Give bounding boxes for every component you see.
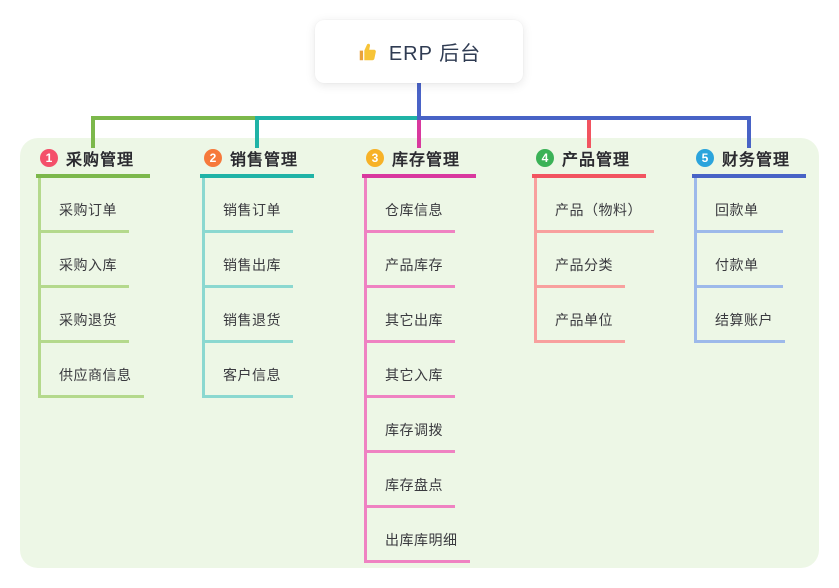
- child-node-label: 仓库信息: [367, 200, 455, 233]
- child-node-label: 产品库存: [367, 255, 455, 288]
- root-node: ERP 后台: [315, 20, 523, 83]
- branch-number-badge: 4: [536, 149, 554, 167]
- child-node: 其它入库: [367, 343, 502, 398]
- branch-title: 1 采购管理: [36, 146, 176, 170]
- connector-branch4-drop: [587, 120, 591, 148]
- child-node-label: 采购入库: [41, 255, 129, 288]
- child-node: 结算账户: [697, 288, 832, 343]
- branch-1: 1 采购管理采购订单采购入库采购退货供应商信息: [36, 146, 176, 398]
- child-node: 采购退货: [41, 288, 176, 343]
- child-node: 产品分类: [537, 233, 672, 288]
- child-node-label: 销售退货: [205, 310, 293, 343]
- child-node: 回款单: [697, 178, 832, 233]
- connector-branch5-horizontal: [417, 116, 751, 120]
- branch-number-badge: 1: [40, 149, 58, 167]
- child-node-label: 回款单: [697, 200, 783, 233]
- child-node-label: 库存调拨: [367, 420, 455, 453]
- child-node-label: 付款单: [697, 255, 783, 288]
- mindmap-panel: [20, 138, 819, 568]
- branch-children: 回款单付款单结算账户: [694, 178, 832, 343]
- branch-number-badge: 3: [366, 149, 384, 167]
- child-node: 产品单位: [537, 288, 672, 343]
- child-node: 采购订单: [41, 178, 176, 233]
- child-node: 库存调拨: [367, 398, 502, 453]
- branch-title: 2 销售管理: [200, 146, 340, 170]
- connector-root-stem: [417, 83, 421, 120]
- child-node-label: 采购退货: [41, 310, 129, 343]
- child-node: 产品库存: [367, 233, 502, 288]
- child-node-label: 产品单位: [537, 310, 625, 343]
- connector-branch2-horizontal: [255, 116, 421, 120]
- branch-underline: [532, 174, 646, 178]
- child-node: 供应商信息: [41, 343, 176, 398]
- branch-children: 产品（物料） 产品分类产品单位: [534, 178, 672, 343]
- branch-number-badge: 5: [696, 149, 714, 167]
- branch-number-badge: 2: [204, 149, 222, 167]
- child-node: 付款单: [697, 233, 832, 288]
- branch-5: 5 财务管理回款单付款单结算账户: [692, 146, 832, 343]
- connector-branch1-horizontal: [91, 116, 259, 120]
- branch-label: 库存管理: [392, 152, 461, 169]
- branch-underline: [36, 174, 150, 178]
- child-node-label: 出库库明细: [367, 530, 470, 563]
- child-node: 出库库明细: [367, 508, 502, 563]
- branch-label: 产品管理: [562, 152, 631, 169]
- branch-children: 仓库信息产品库存其它出库其它入库库存调拨库存盘点出库库明细: [364, 178, 502, 563]
- branch-title: 4 产品管理: [532, 146, 672, 170]
- child-node: 仓库信息: [367, 178, 502, 233]
- child-node-label: 其它入库: [367, 365, 455, 398]
- branch-4: 4 产品管理产品（物料） 产品分类产品单位: [532, 146, 672, 343]
- child-node-label: 销售出库: [205, 255, 293, 288]
- branch-label: 采购管理: [66, 152, 135, 169]
- connector-branch5-drop: [747, 116, 751, 148]
- child-node-label: 产品分类: [537, 255, 625, 288]
- child-node: 销售退货: [205, 288, 340, 343]
- child-node-label: 采购订单: [41, 200, 129, 233]
- child-node-label: 库存盘点: [367, 475, 455, 508]
- child-node: 其它出库: [367, 288, 502, 343]
- branch-title: 3 库存管理: [362, 146, 502, 170]
- child-node-label: 结算账户: [697, 310, 785, 343]
- child-node-label: 销售订单: [205, 200, 293, 233]
- branch-children: 采购订单采购入库采购退货供应商信息: [38, 178, 176, 398]
- child-node-label: 产品（物料）: [537, 200, 654, 233]
- branch-underline: [692, 174, 806, 178]
- child-node-label: 客户信息: [205, 365, 293, 398]
- child-node: 客户信息: [205, 343, 340, 398]
- branch-underline: [200, 174, 314, 178]
- connector-branch2-drop: [255, 116, 259, 148]
- child-node: 产品（物料）: [537, 178, 672, 233]
- child-node: 采购入库: [41, 233, 176, 288]
- branch-2: 2 销售管理销售订单销售出库销售退货客户信息: [200, 146, 340, 398]
- branch-label: 财务管理: [722, 152, 791, 169]
- connector-branch1-drop: [91, 116, 95, 148]
- child-node: 销售订单: [205, 178, 340, 233]
- branch-3: 3 库存管理仓库信息产品库存其它出库其它入库库存调拨库存盘点出库库明细: [362, 146, 502, 563]
- connector-branch3-drop: [417, 120, 421, 148]
- child-node-label: 其它出库: [367, 310, 455, 343]
- branch-children: 销售订单销售出库销售退货客户信息: [202, 178, 340, 398]
- branch-underline: [362, 174, 476, 178]
- branch-title: 5 财务管理: [692, 146, 832, 170]
- branch-label: 销售管理: [230, 152, 299, 169]
- child-node-label: 供应商信息: [41, 365, 144, 398]
- thumbs-up-icon: [357, 41, 379, 63]
- child-node: 库存盘点: [367, 453, 502, 508]
- child-node: 销售出库: [205, 233, 340, 288]
- root-node-label: ERP 后台: [388, 43, 482, 65]
